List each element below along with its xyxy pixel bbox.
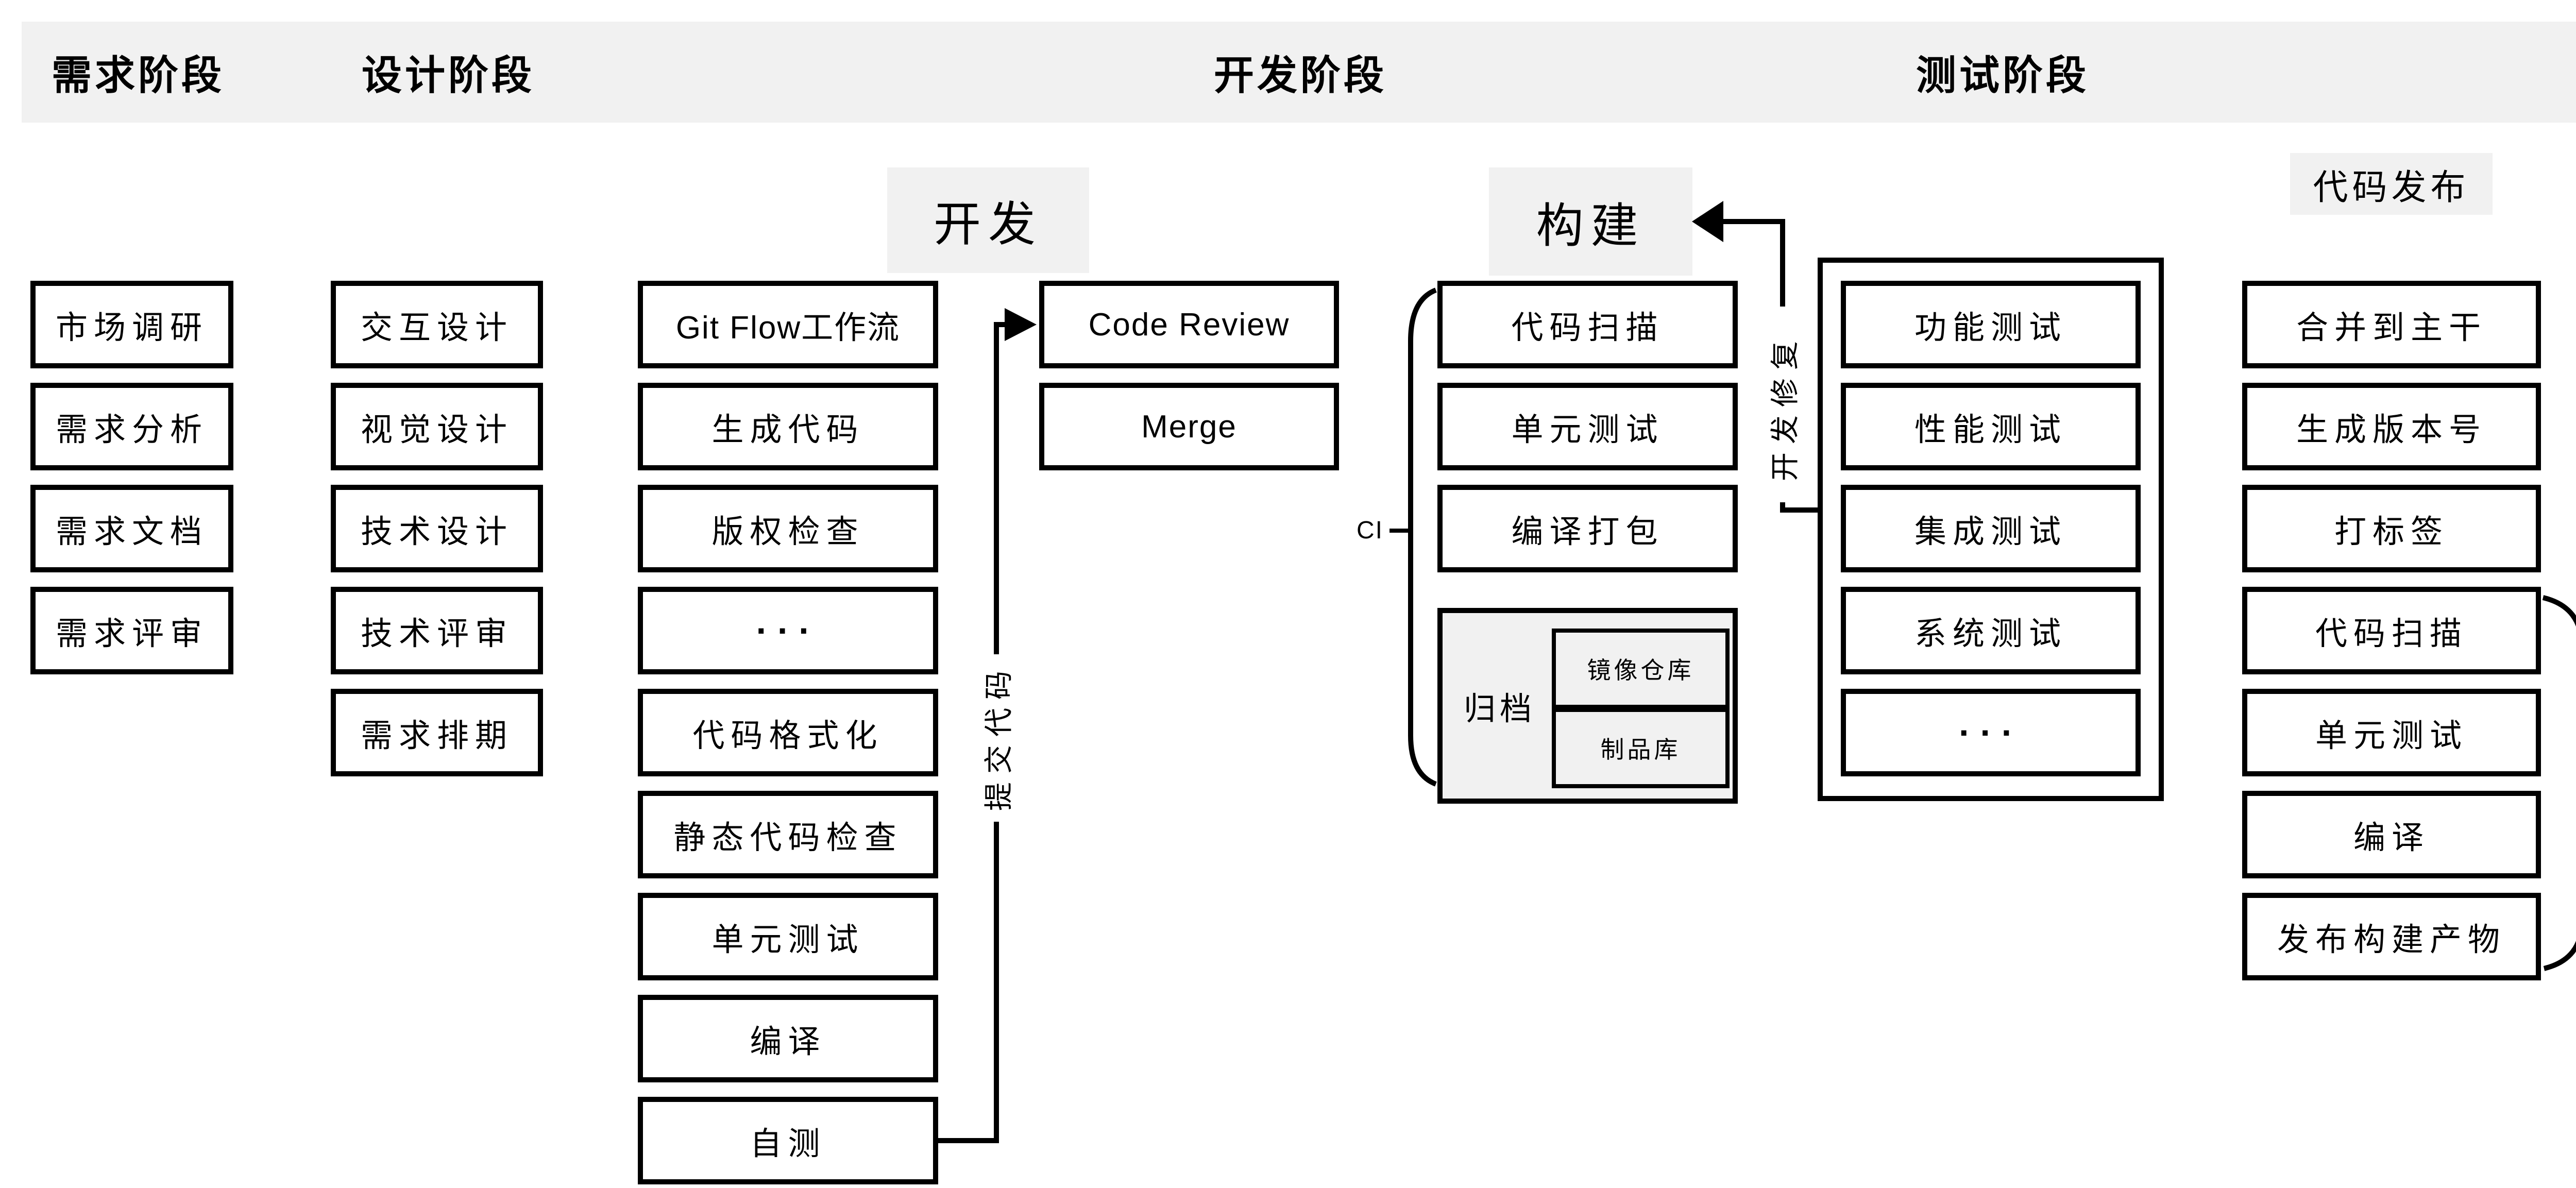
box-req-review: 需求评审 xyxy=(30,587,233,674)
box-interaction-design: 交互设计 xyxy=(331,281,543,368)
box-unit-test-dev: 单元测试 xyxy=(638,893,938,980)
arrowhead-codereview xyxy=(1005,308,1037,341)
box-integration-test: 集成测试 xyxy=(1841,485,2141,572)
ci-bracket-build xyxy=(1408,287,1437,787)
ci-bracket-release xyxy=(2542,595,2576,971)
box-tagging: 打标签 xyxy=(2242,485,2541,572)
box-dev-ellipsis: ··· xyxy=(638,587,938,674)
box-gen-code: 生成代码 xyxy=(638,383,938,470)
box-gen-version: 生成版本号 xyxy=(2242,383,2541,470)
ci-label-build: CI xyxy=(1357,517,1383,544)
dev-fix-label: 开发修复 xyxy=(1768,333,1801,481)
arrowhead-build-label xyxy=(1692,201,1723,242)
archive-label: 归档 xyxy=(1463,691,1536,727)
box-merge-trunk: 合并到主干 xyxy=(2242,281,2541,368)
box-artifact-repo: 制品库 xyxy=(1552,708,1730,788)
box-copyright-check: 版权检查 xyxy=(638,485,938,572)
box-compile-dev: 编译 xyxy=(638,995,938,1082)
box-tech-design: 技术设计 xyxy=(331,485,543,572)
stage-header-development: 开发阶段 xyxy=(1214,53,1387,98)
box-test-ellipsis: ··· xyxy=(1841,689,2141,776)
box-req-doc: 需求文档 xyxy=(30,485,233,572)
box-code-review: Code Review xyxy=(1039,281,1339,368)
connector-to-codereview xyxy=(994,322,1006,654)
connector-devfix-top xyxy=(1723,219,1785,307)
box-image-registry: 镜像仓库 xyxy=(1552,629,1730,709)
box-code-format: 代码格式化 xyxy=(638,689,938,776)
box-req-scheduling: 需求排期 xyxy=(331,689,543,776)
box-unit-test-build: 单元测试 xyxy=(1437,383,1738,470)
box-compile-package: 编译打包 xyxy=(1437,485,1738,572)
box-functional-test: 功能测试 xyxy=(1841,281,2141,368)
box-tech-review: 技术评审 xyxy=(331,587,543,674)
box-req-analysis: 需求分析 xyxy=(30,383,233,470)
box-market-research: 市场调研 xyxy=(30,281,233,368)
box-self-test: 自测 xyxy=(638,1097,938,1184)
stage-header-testing: 测试阶段 xyxy=(1916,53,2090,98)
box-merge: Merge xyxy=(1039,383,1339,470)
stage-header-band xyxy=(22,22,2576,123)
box-code-scan-release: 代码扫描 xyxy=(2242,587,2541,674)
box-performance-test: 性能测试 xyxy=(1841,383,2141,470)
sublabel-code-release: 代码发布 xyxy=(2290,153,2493,215)
stage-header-requirements: 需求阶段 xyxy=(52,53,225,98)
box-unit-test-release: 单元测试 xyxy=(2242,689,2541,776)
archive-group: 归档 镜像仓库 制品库 xyxy=(1437,608,1738,804)
sublabel-build: 构建 xyxy=(1489,167,1692,276)
box-compile-release: 编译 xyxy=(2242,791,2541,878)
sublabel-dev: 开发 xyxy=(887,167,1089,273)
box-code-scan-build: 代码扫描 xyxy=(1437,281,1738,368)
box-visual-design: 视觉设计 xyxy=(331,383,543,470)
box-publish-artifacts: 发布构建产物 xyxy=(2242,893,2541,980)
box-gitflow: Git Flow工作流 xyxy=(638,281,938,368)
box-system-test: 系统测试 xyxy=(1841,587,2141,674)
submit-code-label: 提交代码 xyxy=(982,663,1015,811)
connector-devfix-bottom xyxy=(1780,502,1818,513)
box-static-check: 静态代码检查 xyxy=(638,791,938,878)
connector-selftest-up xyxy=(938,822,999,1143)
stage-header-design: 设计阶段 xyxy=(362,53,535,98)
